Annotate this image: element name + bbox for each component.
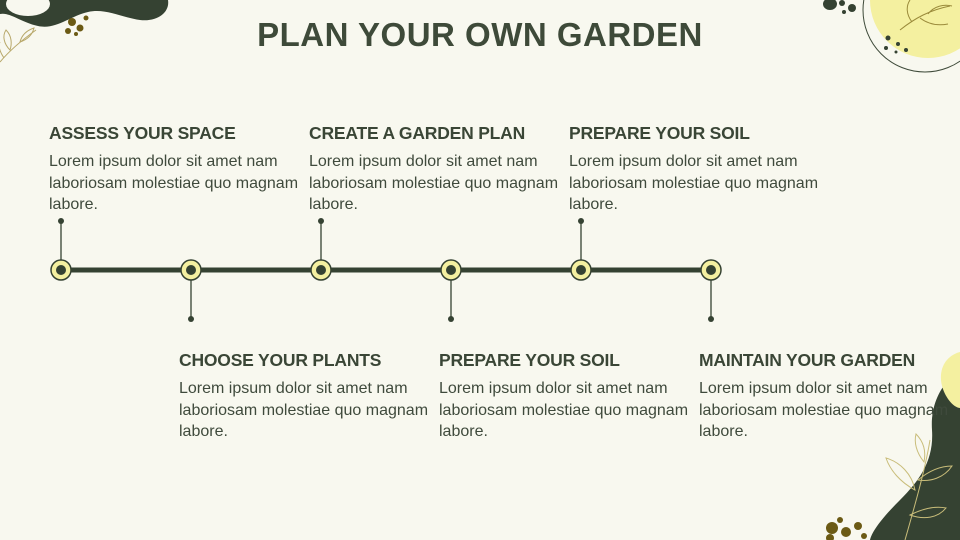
- step-description: Lorem ipsum dolor sit amet nam laboriosa…: [439, 380, 689, 440]
- timeline-node-3: [310, 259, 332, 281]
- step-title: CREATE A GARDEN PLAN: [309, 123, 526, 143]
- step-title: ASSESS YOUR SPACE: [49, 123, 236, 143]
- timeline-node-4: [440, 259, 462, 281]
- timeline-node-6: [700, 259, 722, 281]
- timeline-node-5: [570, 259, 592, 281]
- step-choose-your-plants: CHOOSE YOUR PLANTS Lorem ipsum dolor sit…: [179, 350, 439, 443]
- step-maintain-your-garden: MAINTAIN YOUR GARDEN Lorem ipsum dolor s…: [699, 350, 949, 443]
- timeline-node-1: [50, 259, 72, 281]
- step-title: PREPARE YOUR SOIL: [569, 123, 750, 143]
- step-prepare-your-soil-bottom: PREPARE YOUR SOIL Lorem ipsum dolor sit …: [439, 350, 699, 443]
- step-prepare-your-soil-top: PREPARE YOUR SOIL Lorem ipsum dolor sit …: [569, 123, 829, 216]
- step-title: CHOOSE YOUR PLANTS: [179, 350, 382, 370]
- step-description: Lorem ipsum dolor sit amet nam laboriosa…: [699, 380, 949, 440]
- step-description: Lorem ipsum dolor sit amet nam laboriosa…: [49, 153, 299, 213]
- timeline-node-2: [180, 259, 202, 281]
- page-title: PLAN YOUR OWN GARDEN: [257, 16, 703, 53]
- step-assess-your-space: ASSESS YOUR SPACE Lorem ipsum dolor sit …: [49, 123, 309, 216]
- step-create-a-garden-plan: CREATE A GARDEN PLAN Lorem ipsum dolor s…: [309, 123, 569, 216]
- step-description: Lorem ipsum dolor sit amet nam laboriosa…: [569, 153, 819, 213]
- step-description: Lorem ipsum dolor sit amet nam laboriosa…: [179, 380, 429, 440]
- step-description: Lorem ipsum dolor sit amet nam laboriosa…: [309, 153, 559, 213]
- step-title: PREPARE YOUR SOIL: [439, 350, 620, 370]
- step-title: MAINTAIN YOUR GARDEN: [699, 350, 916, 370]
